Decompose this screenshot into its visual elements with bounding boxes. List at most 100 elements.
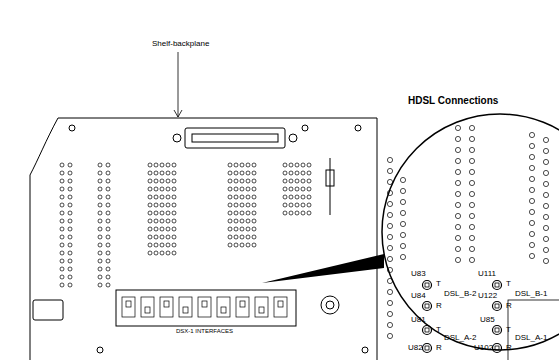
pin-hole	[228, 235, 232, 239]
callout-wedge	[262, 254, 384, 283]
signal-name: DSL_A-2	[444, 334, 476, 342]
switch-symbol	[236, 297, 249, 317]
resistor-symbol	[326, 170, 334, 186]
pin-hole	[400, 188, 405, 193]
pin-hole	[455, 169, 460, 174]
pin-hole	[387, 267, 392, 272]
pin-hole	[166, 227, 170, 231]
pin-hole	[234, 243, 238, 247]
pin-hole	[240, 235, 244, 239]
pin-hole	[172, 187, 176, 191]
pin-hole	[60, 211, 64, 215]
pin-hole	[543, 159, 548, 164]
pin-hole	[60, 267, 64, 271]
pin-hole	[252, 195, 256, 199]
pin-hole	[240, 195, 244, 199]
pin-hole	[307, 163, 311, 167]
pin-hole	[455, 180, 460, 185]
pin-hole	[106, 171, 110, 175]
pin-hole	[106, 163, 110, 167]
pin-hole	[295, 211, 299, 215]
pin-hole	[400, 243, 405, 248]
pin-hole	[387, 256, 392, 261]
pin-hole	[160, 227, 164, 231]
pin-hole	[234, 203, 238, 207]
pin-hole	[301, 163, 305, 167]
pin-hole	[455, 235, 460, 240]
pin-hole	[154, 243, 158, 247]
interface-label: DSX-1 INTERFACES	[176, 328, 233, 334]
pin-hole	[160, 211, 164, 215]
pin-hole	[106, 275, 110, 279]
pin-hole	[160, 163, 164, 167]
pin-name: T	[436, 326, 441, 334]
pin-hole	[234, 219, 238, 223]
test-point-core	[495, 346, 499, 350]
ground-stud	[321, 296, 339, 314]
pin-hole	[543, 225, 548, 230]
pin-hole	[98, 275, 102, 279]
pin-hole	[68, 187, 72, 191]
pin-hole	[289, 211, 293, 215]
pin-hole	[543, 214, 548, 219]
pin-hole	[240, 163, 244, 167]
pin-hole	[307, 171, 311, 175]
pin-hole	[234, 163, 238, 167]
pin-hole	[543, 148, 548, 153]
switch-lever	[164, 301, 169, 307]
test-point	[423, 302, 432, 311]
test-point-core	[495, 304, 499, 308]
pin-hole	[68, 203, 72, 207]
pin-hole	[283, 171, 287, 175]
pin-hole	[154, 195, 158, 199]
pin-hole	[246, 171, 250, 175]
component-ref: U102	[474, 344, 493, 352]
pin-hole	[289, 203, 293, 207]
pin-hole	[387, 322, 392, 327]
component-ref: U83	[411, 270, 426, 278]
pin-hole	[529, 231, 534, 236]
pin-hole	[106, 283, 110, 287]
component-ref: U122	[478, 292, 497, 300]
pin-name: R	[436, 344, 442, 352]
pin-hole	[148, 211, 152, 215]
pin-hole	[60, 219, 64, 223]
pin-hole	[246, 243, 250, 247]
pin-hole	[154, 227, 158, 231]
pin-hole	[98, 235, 102, 239]
pin-hole	[295, 171, 299, 175]
pin-hole	[228, 163, 232, 167]
pin-hole	[252, 171, 256, 175]
pin-hole	[148, 163, 152, 167]
pin-hole	[166, 211, 170, 215]
pin-hole	[529, 253, 534, 258]
pin-hole	[60, 187, 64, 191]
pin-hole	[172, 211, 176, 215]
pin-hole	[166, 171, 170, 175]
pin-hole	[387, 234, 392, 239]
pin-hole	[529, 220, 534, 225]
pin-hole	[106, 195, 110, 199]
dsx1-block	[116, 290, 296, 326]
pin-hole	[68, 195, 72, 199]
switch-lever	[126, 301, 131, 307]
pin-hole	[240, 243, 244, 247]
pin-hole	[148, 195, 152, 199]
signal-name: DSL_B-1	[515, 290, 547, 298]
pin-hole	[106, 219, 110, 223]
pin-hole	[60, 171, 64, 175]
pin-hole	[301, 211, 305, 215]
pin-hole	[387, 311, 392, 316]
pin-hole	[68, 259, 72, 263]
pin-hole	[455, 202, 460, 207]
pin-hole	[301, 187, 305, 191]
component-ref: U111	[478, 270, 496, 278]
pin-hole	[106, 227, 110, 231]
mount-hole	[69, 125, 75, 131]
pin-hole	[234, 227, 238, 231]
pin-hole	[98, 259, 102, 263]
pin-hole	[106, 267, 110, 271]
pin-hole	[469, 147, 474, 152]
pin-hole	[295, 163, 299, 167]
pin-hole	[68, 283, 72, 287]
